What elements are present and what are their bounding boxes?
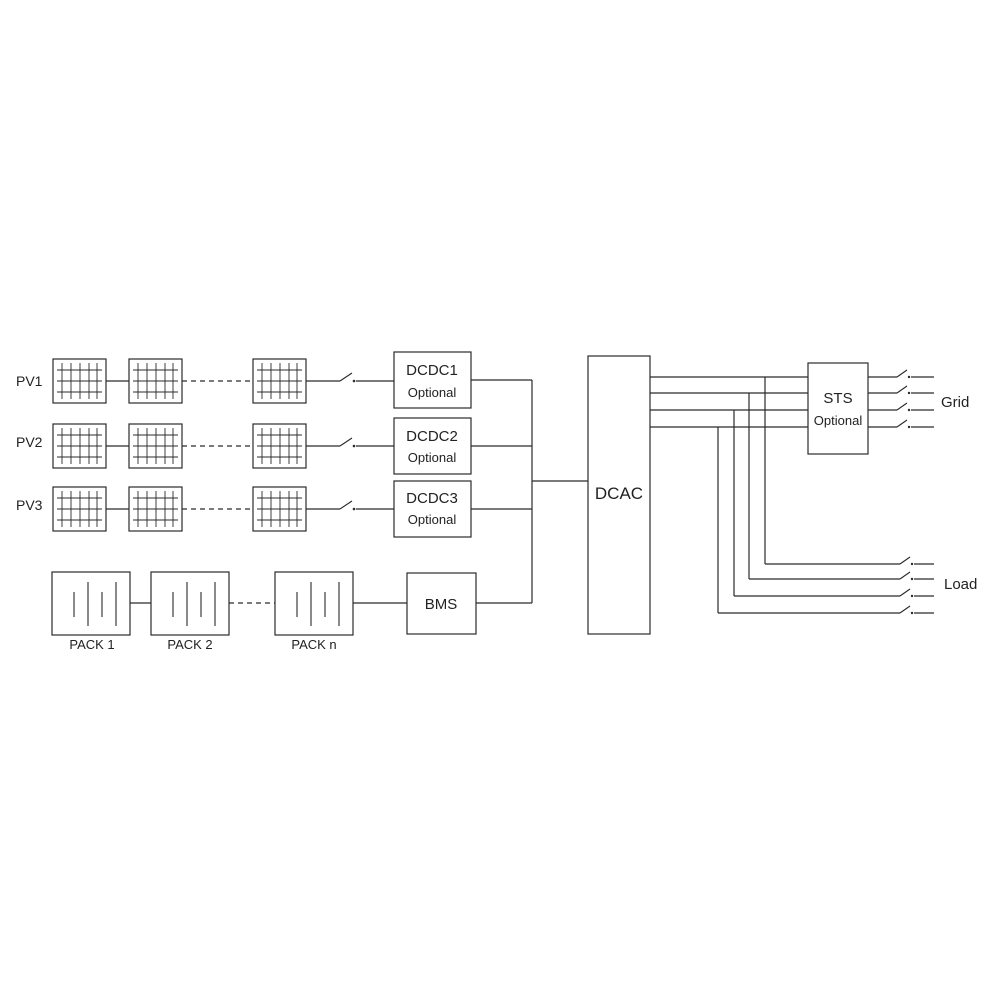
solar-panel-icon [128, 358, 183, 404]
ac-bus [650, 376, 808, 613]
pv-label: PV3 [16, 497, 43, 513]
pv-label: PV1 [16, 373, 43, 389]
battery-pack-icon [150, 571, 230, 636]
bms-box [406, 572, 477, 635]
battery-row: PACK 1 PACK 2 PACK n BMS [51, 571, 532, 652]
solar-panel-icon [128, 423, 183, 469]
dcdc-label: DCDC3 [406, 490, 458, 507]
switch-icon [339, 500, 356, 511]
solar-panel-icon [52, 423, 107, 469]
dcdc-converter-box [393, 351, 472, 409]
sts-optional-label: Optional [814, 413, 863, 428]
pack-label: PACK n [291, 637, 336, 652]
bms-label: BMS [425, 596, 458, 613]
solar-panel-icon [252, 358, 307, 404]
pv-row-2: PV2 DCDC2 Optional [16, 417, 532, 475]
load-output [718, 556, 934, 615]
switch-icon [339, 372, 356, 383]
pv-label: PV2 [16, 434, 43, 450]
optional-label: Optional [408, 512, 457, 527]
pv-row-1: PV1 DCDC1 Optional [16, 351, 532, 409]
grid-output [868, 369, 934, 429]
grid-label: Grid [941, 394, 969, 411]
pack-label: PACK 1 [69, 637, 114, 652]
dcdc-label: DCDC1 [406, 362, 458, 379]
switch-icon [339, 437, 356, 448]
dc-bus [531, 380, 588, 603]
solar-panel-icon [128, 486, 183, 532]
dcdc-converter-box [393, 417, 472, 475]
dcdc-label: DCDC2 [406, 428, 458, 445]
solar-panel-icon [252, 486, 307, 532]
solar-panel-icon [252, 423, 307, 469]
pv-row-3: PV3 DCDC3 Optional [16, 480, 532, 538]
sts-box [807, 362, 869, 455]
battery-pack-icon [274, 571, 354, 636]
pack-label: PACK 2 [167, 637, 212, 652]
optional-label: Optional [408, 385, 457, 400]
dcac-label: DCAC [595, 484, 643, 503]
dcac-inverter-box [587, 355, 651, 635]
optional-label: Optional [408, 450, 457, 465]
solar-panel-icon [52, 358, 107, 404]
battery-pack-icon [51, 571, 131, 636]
dcdc-converter-box [393, 480, 472, 538]
sts-label: STS [823, 390, 852, 407]
solar-panel-icon [52, 486, 107, 532]
load-label: Load [944, 576, 977, 593]
